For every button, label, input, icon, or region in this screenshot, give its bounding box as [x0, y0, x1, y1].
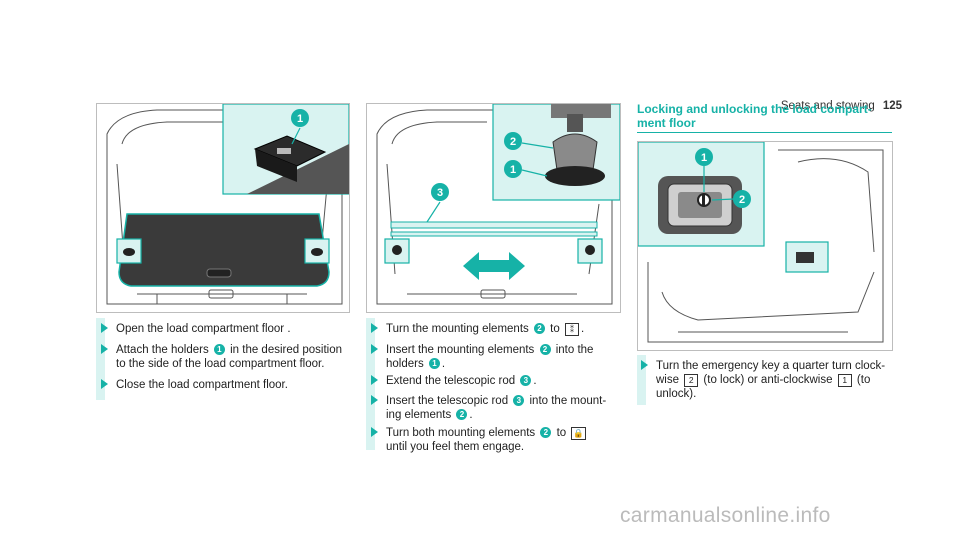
- callout-ref: 2: [540, 427, 552, 438]
- callout-1: 1: [701, 152, 707, 164]
- section-name: Seats and stowing: [780, 100, 875, 112]
- step-text: Extend the telescopic rod: [386, 375, 516, 387]
- step-text: (to lock) or anti-clockwise: [703, 374, 833, 386]
- step-text: to: [556, 427, 567, 439]
- callout-3: 3: [437, 187, 443, 199]
- callout-ref: 2: [539, 344, 551, 355]
- callout-ref: 1: [428, 358, 440, 369]
- step-text: .: [441, 358, 446, 370]
- instruction-step: Turn the mounting elements 2 to ⁑.: [371, 322, 626, 336]
- arrow-icon: [641, 360, 648, 370]
- title-line: Locking and unlocking the load compart-: [637, 102, 872, 116]
- arrow-icon: [101, 344, 108, 354]
- column-highlight-3: [637, 355, 646, 405]
- step-text: Turn the mounting elements: [386, 323, 529, 335]
- divider: [637, 132, 892, 133]
- callout-1: 1: [297, 113, 303, 125]
- figure-holders: 1: [96, 103, 350, 313]
- callout-ref: 2: [456, 409, 468, 420]
- arrow-icon: [371, 427, 378, 437]
- step-text: .: [533, 375, 537, 387]
- callout-ref: 3: [513, 395, 525, 406]
- instruction-step: Open the load compartment floor .: [101, 322, 356, 336]
- step-text: into the mount-: [529, 395, 607, 407]
- step-text: (to: [856, 374, 871, 386]
- arrow-icon: [371, 395, 378, 405]
- arrow-icon: [101, 379, 108, 389]
- step-text: .: [580, 323, 585, 335]
- step-text: Open the load compartment floor .: [116, 323, 291, 335]
- page-header: Seats and stowing 125: [781, 100, 902, 112]
- instruction-step: Attach the holders 1 in the desired posi…: [101, 343, 366, 371]
- step-text: ing elements: [386, 409, 452, 421]
- callout-1: 1: [510, 164, 516, 176]
- instruction-step: Insert the telescopic rod 3 into the mou…: [371, 394, 626, 422]
- key-position-2: 2: [684, 374, 699, 387]
- step-text: until you feel them engage.: [386, 441, 525, 453]
- step-text: to: [550, 323, 560, 335]
- instruction-step: Turn both mounting elements 2 to 🔒 until…: [371, 426, 626, 454]
- callout-ref: 3: [520, 375, 532, 386]
- key-position-1: 1: [837, 374, 852, 387]
- instruction-step: Turn the emergency key a quarter turn cl…: [641, 359, 896, 401]
- step-text: into the: [555, 344, 594, 356]
- column-highlight-1: [96, 318, 105, 400]
- step-text: .: [469, 409, 473, 421]
- arrow-icon: [371, 323, 378, 333]
- column-highlight-2: [366, 318, 375, 450]
- step-text: Turn the emergency key a quarter turn cl…: [656, 360, 886, 372]
- title-line: ment floor: [637, 116, 696, 130]
- lock-symbol-icon: 🔒: [571, 427, 586, 440]
- step-text: Close the load compartment floor.: [116, 379, 288, 391]
- arrow-icon: [101, 323, 108, 333]
- instruction-step: Insert the mounting elements 2 into the …: [371, 343, 626, 371]
- step-text: unlock).: [656, 388, 697, 400]
- step-text: wise: [656, 374, 680, 386]
- callout-ref: 2: [533, 323, 545, 334]
- step-text: Insert the telescopic rod: [386, 395, 509, 407]
- step-text: holders: [386, 358, 424, 370]
- arrow-icon: [371, 375, 378, 385]
- section-title: Locking and unlocking the load compart- …: [637, 102, 897, 130]
- step-text: to the side of the load compartment floo…: [116, 358, 325, 370]
- step-text: Turn both mounting elements: [386, 427, 536, 439]
- figure-telescopic-rod: 2 1 3: [366, 103, 621, 313]
- unlock-symbol-icon: ⁑: [564, 323, 579, 336]
- figure-floor-lock: 1 2: [637, 141, 893, 351]
- page-number: 125: [882, 100, 902, 112]
- step-text: Attach the holders: [116, 344, 209, 356]
- callout-ref: 1: [213, 344, 225, 355]
- callout-2: 2: [739, 194, 745, 206]
- step-text: in the desired position: [230, 344, 342, 356]
- watermark: carmanualsonline.info: [620, 504, 831, 527]
- step-text: Insert the mounting elements: [386, 344, 535, 356]
- callout-2: 2: [510, 136, 516, 148]
- instruction-step: Close the load compartment floor.: [101, 378, 356, 392]
- instruction-step: Extend the telescopic rod 3.: [371, 374, 626, 388]
- arrow-icon: [371, 344, 378, 354]
